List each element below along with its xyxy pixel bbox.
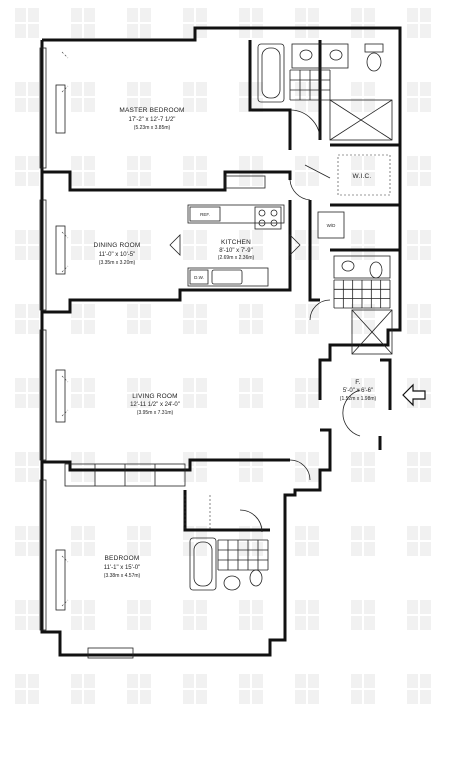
toilet-icon bbox=[364, 43, 384, 53]
pass-through-right-icon bbox=[289, 234, 301, 256]
radiator-icon bbox=[224, 175, 266, 189]
bedroom-dim: 11'-1" x 15'-0" bbox=[104, 565, 140, 571]
dishwasher-icon bbox=[189, 269, 209, 285]
shower-icon bbox=[351, 309, 393, 355]
second-bath bbox=[333, 255, 393, 355]
kitchen-name: KITCHEN bbox=[221, 239, 251, 246]
bathtub-icon bbox=[189, 537, 217, 591]
master-bedroom-name: MASTER BEDROOM bbox=[119, 107, 184, 114]
shower-icon bbox=[329, 99, 393, 141]
dining-room-dim: 11'-0" x 10'-5" bbox=[99, 252, 135, 258]
windows-west bbox=[39, 47, 66, 631]
watermark-pattern bbox=[15, 8, 431, 704]
walk-in-closet: W.I.C. W/D bbox=[317, 154, 391, 239]
wic-label: W.I.C. bbox=[353, 173, 372, 180]
dining-room-name: DINING ROOM bbox=[94, 242, 141, 249]
entry-arrow-icon[interactable] bbox=[402, 383, 426, 407]
sink-icon bbox=[329, 49, 343, 61]
range-icon bbox=[254, 206, 282, 230]
toilet-icon bbox=[249, 569, 263, 587]
interior-walls bbox=[42, 40, 400, 655]
ref-label: REF. bbox=[200, 212, 210, 217]
foyer-name: F. bbox=[355, 379, 360, 386]
sink-icon bbox=[341, 260, 355, 272]
sink-icon bbox=[223, 575, 241, 591]
master-bedroom-metric: (5.23m x 3.85m) bbox=[134, 125, 171, 131]
doors bbox=[61, 51, 361, 607]
dw-label: D.W. bbox=[194, 275, 204, 280]
sink-icon bbox=[299, 49, 313, 61]
foyer-metric: (1.52m x 1.98m) bbox=[340, 396, 377, 402]
kitchen-metric: (2.69m x 2.36m) bbox=[218, 255, 255, 261]
kitchen-fixtures: REF. D.W. bbox=[169, 175, 301, 287]
bedroom-metric: (3.38m x 4.57m) bbox=[104, 573, 141, 579]
wd-label: W/D bbox=[327, 223, 336, 228]
living-room-metric: (3.95m x 7.31m) bbox=[137, 410, 174, 416]
refrigerator-icon bbox=[189, 206, 221, 222]
kitchen-dim: 8'-10" x 7'-9" bbox=[219, 248, 253, 254]
foyer-dim: 5'-0" x 6'-6" bbox=[343, 388, 373, 394]
exterior-walls bbox=[40, 26, 402, 657]
sink-icon bbox=[211, 269, 243, 285]
bedroom-bath bbox=[189, 537, 269, 591]
vanity-icon bbox=[291, 43, 349, 69]
master-bath bbox=[257, 43, 393, 141]
room-labels: MASTER BEDROOM 17'-2" x 12'-7 1/2" (5.23… bbox=[94, 107, 377, 579]
master-bedroom-dim: 17'-2" x 12'-7 1/2" bbox=[129, 117, 176, 123]
living-room-dim: 12'-11 1/2" x 24'-0" bbox=[130, 402, 180, 408]
living-room-name: LIVING ROOM bbox=[132, 393, 178, 400]
bedroom-name: BEDROOM bbox=[105, 555, 140, 562]
pass-through-left-icon bbox=[169, 234, 181, 256]
toilet-icon bbox=[369, 261, 383, 279]
bathtub-icon bbox=[257, 43, 285, 103]
dining-room-metric: (3.35m x 3.20m) bbox=[99, 260, 136, 266]
hvac-units bbox=[64, 463, 186, 659]
washer-dryer-icon bbox=[317, 211, 345, 239]
